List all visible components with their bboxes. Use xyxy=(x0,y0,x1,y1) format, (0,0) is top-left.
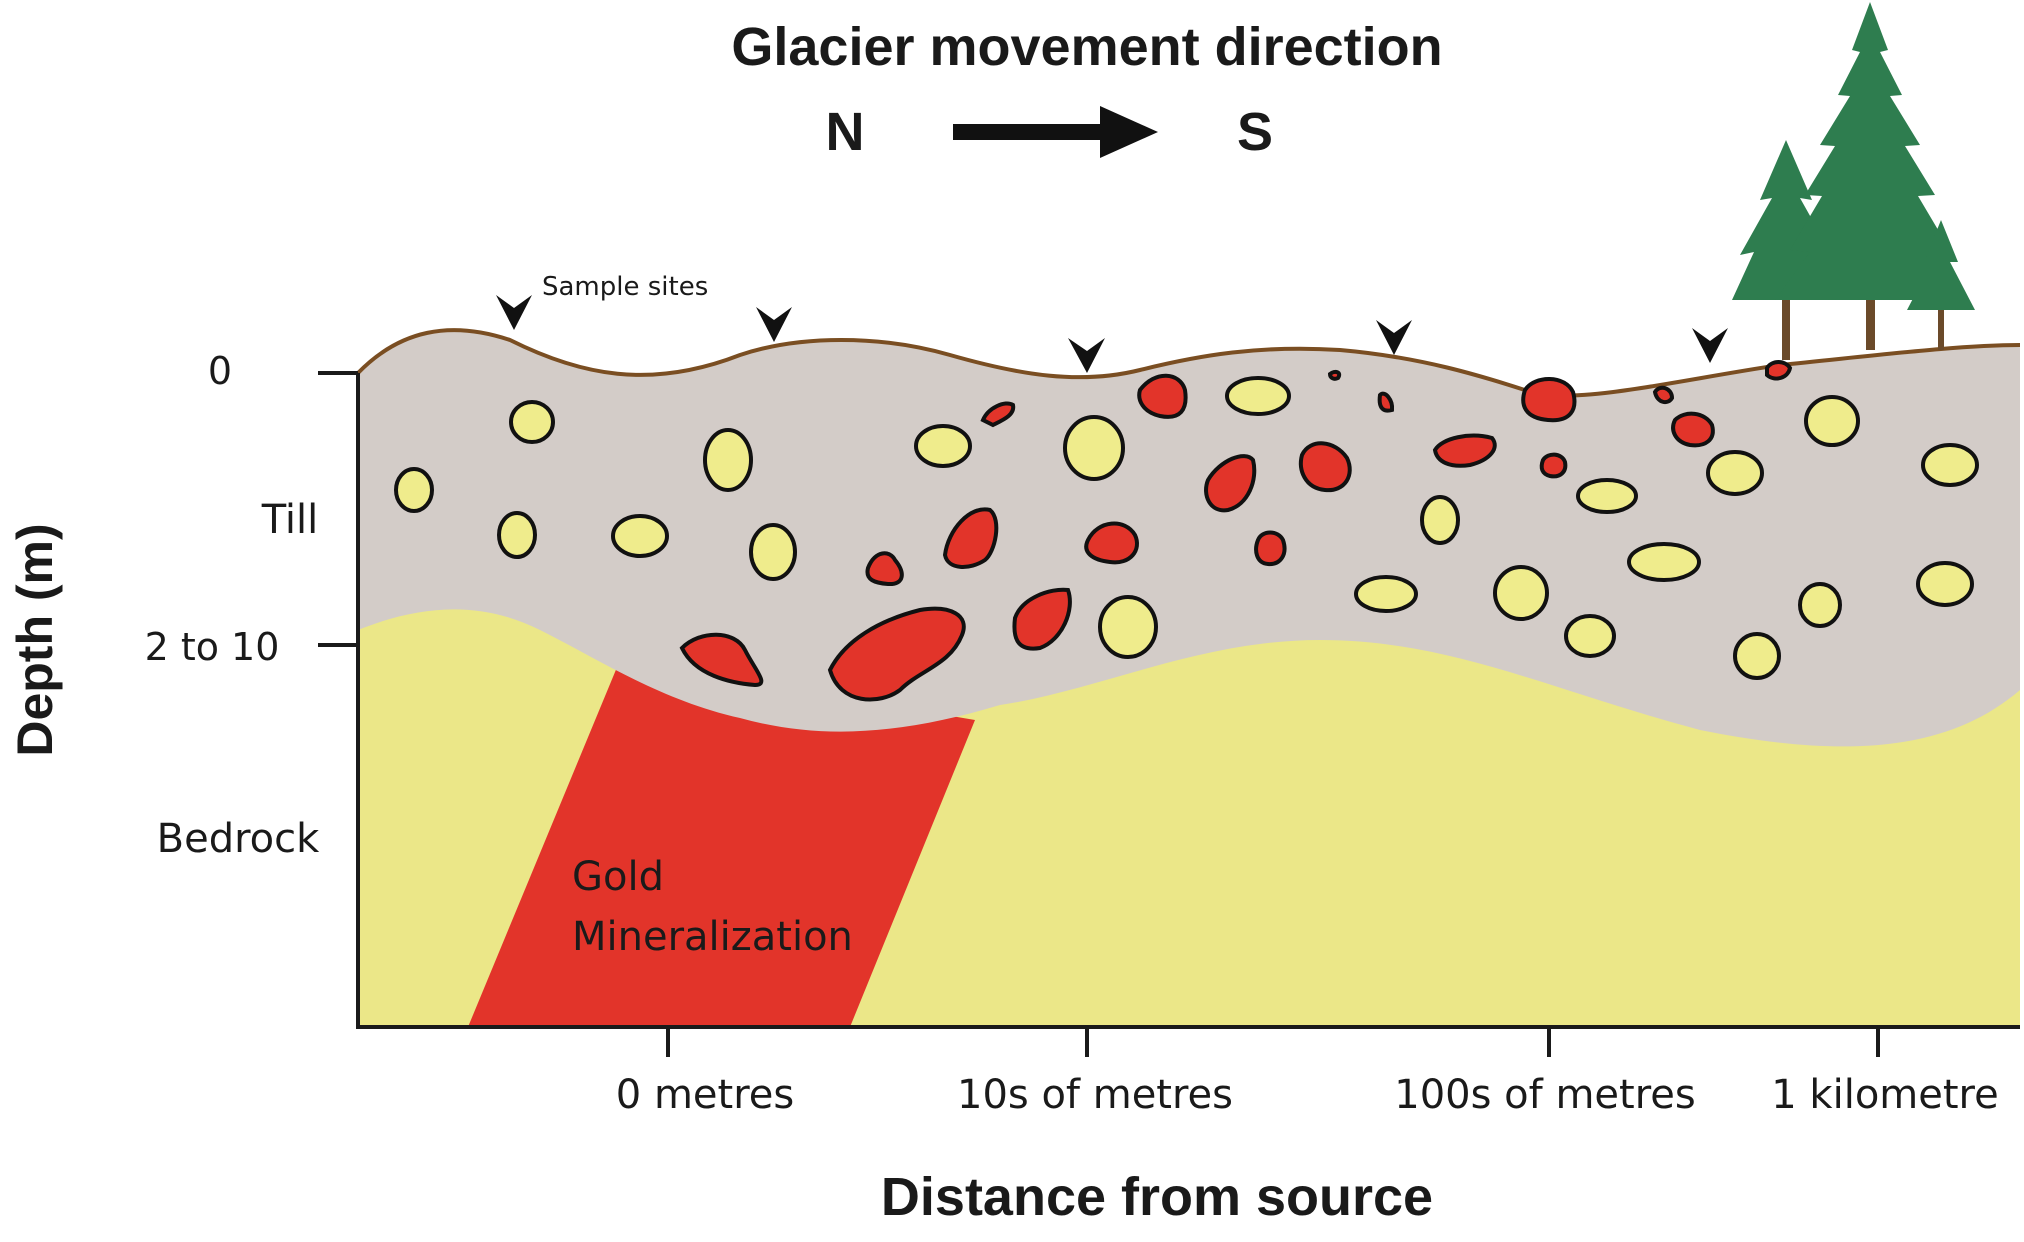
clast-gold xyxy=(1539,452,1568,479)
clast-pale xyxy=(1733,632,1781,680)
clast-pale xyxy=(1576,478,1638,514)
clast-pale xyxy=(1098,595,1158,659)
x-tick-label-0-metres: 0 metres xyxy=(616,1072,794,1118)
y-tick-label-2-to-10: 2 to 10 xyxy=(145,625,280,669)
y-tick-label-0: 0 xyxy=(208,349,232,393)
clast-gold xyxy=(1254,530,1287,567)
bedrock-label: Bedrock xyxy=(157,816,320,862)
direction-from-label: N xyxy=(826,102,865,162)
clast-gold xyxy=(827,606,966,702)
clast-gold xyxy=(1432,433,1497,468)
clast-pale xyxy=(1706,450,1764,496)
sample-site-marker xyxy=(756,307,792,342)
clast-pale xyxy=(1420,495,1460,545)
gold-mineralization-body xyxy=(468,660,975,1027)
x-tick-label-1km: 1 kilometre xyxy=(1771,1072,1998,1118)
diagram-title: Glacier movement direction xyxy=(731,17,1442,77)
clast-pale xyxy=(1493,565,1549,621)
clast-gold xyxy=(1765,360,1793,381)
x-tick-label-10s: 10s of metres xyxy=(957,1072,1233,1118)
glacier-arrow-icon xyxy=(953,106,1158,158)
clast-pale xyxy=(1063,415,1125,481)
clast-pale xyxy=(749,523,797,581)
sample-site-markers xyxy=(496,295,1728,373)
ground-surface-line xyxy=(356,328,2021,398)
sample-site-marker xyxy=(1692,328,1728,363)
clast-pale xyxy=(1225,376,1291,416)
clast-pale xyxy=(1798,582,1842,628)
clast-pale xyxy=(1627,542,1701,582)
direction-to-label: S xyxy=(1237,102,1273,162)
gold-label-line1: Gold xyxy=(572,854,664,900)
clast-pale xyxy=(1804,395,1860,447)
clast-pale xyxy=(1564,614,1616,658)
sample-site-marker xyxy=(496,295,532,330)
clast-gold xyxy=(1671,411,1715,448)
sample-site-marker xyxy=(1376,320,1412,355)
clast-gold xyxy=(942,507,999,569)
pale-clasts xyxy=(394,376,1979,680)
gold-label-line2: Mineralization xyxy=(572,914,853,960)
clast-gold xyxy=(1377,391,1395,413)
clast-gold xyxy=(1204,454,1257,513)
clast-gold xyxy=(1084,521,1139,565)
clast-pale xyxy=(1921,443,1979,487)
clast-gold xyxy=(1012,587,1072,651)
x-tick-label-100s: 100s of metres xyxy=(1394,1072,1695,1118)
clast-gold xyxy=(1327,369,1342,381)
clast-pale xyxy=(1916,561,1974,607)
sample-sites-label: Sample sites xyxy=(542,272,708,302)
sample-site-marker xyxy=(1068,338,1105,373)
clast-pale xyxy=(914,424,972,468)
x-axis-label: Distance from source xyxy=(881,1167,1433,1227)
clast-pale xyxy=(394,467,434,513)
y-axis-label: Depth (m) xyxy=(7,523,63,756)
clast-pale xyxy=(611,514,669,558)
clast-gold xyxy=(1299,441,1352,493)
clast-pale xyxy=(1354,575,1418,613)
clast-gold xyxy=(1521,377,1577,423)
clast-gold xyxy=(1652,385,1675,405)
till-label: Till xyxy=(261,497,319,543)
gold-clasts xyxy=(679,360,1793,702)
clast-pale xyxy=(703,428,753,492)
clast-pale xyxy=(509,400,555,444)
clast-gold xyxy=(1137,373,1188,419)
tree-icon xyxy=(1732,2,1975,360)
clast-gold xyxy=(980,401,1016,428)
clast-pale xyxy=(497,511,537,559)
clast-gold xyxy=(679,632,764,688)
clast-gold xyxy=(865,551,904,587)
